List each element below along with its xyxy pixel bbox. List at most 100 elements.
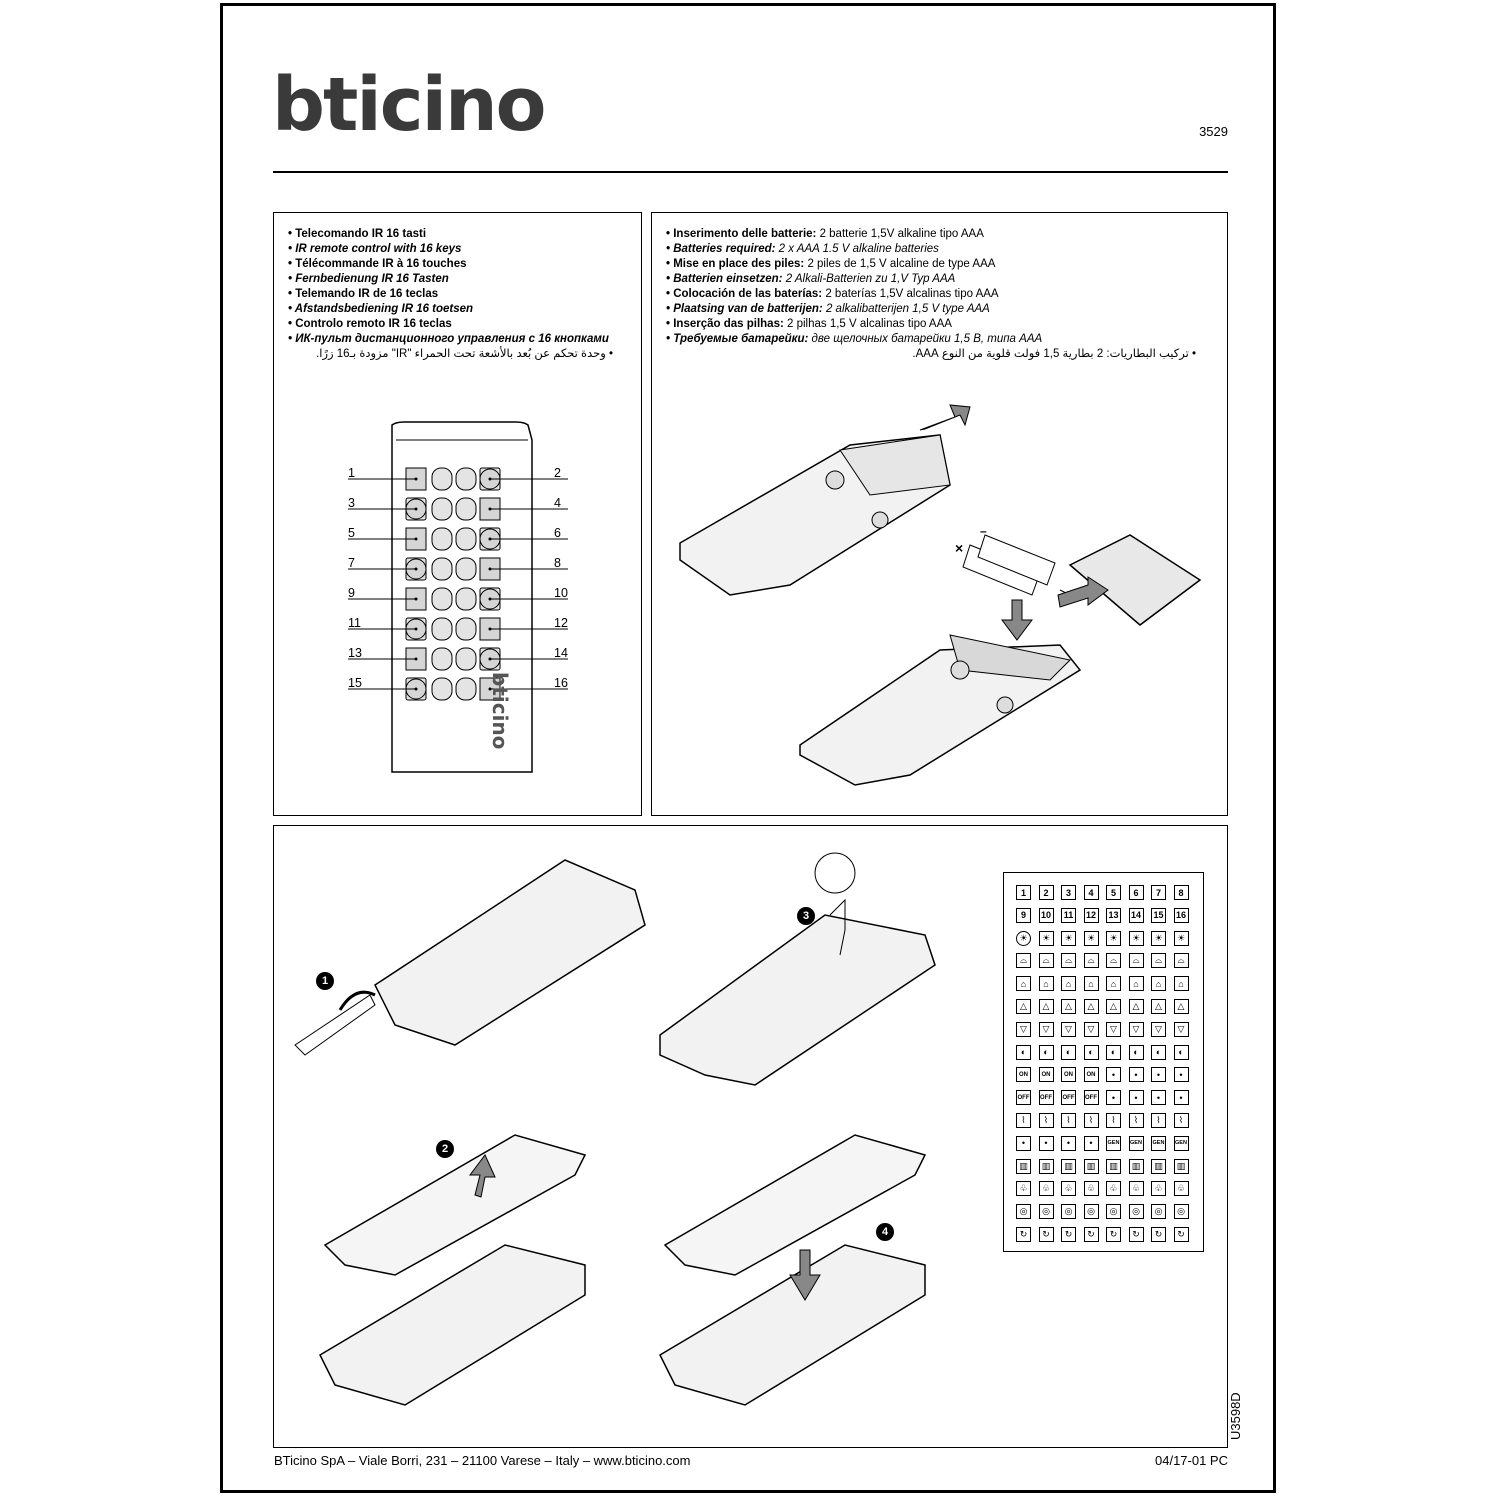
title-de: • Fernbedienung IR 16 Tasten: [288, 273, 449, 285]
remote-key: [431, 617, 453, 641]
bticino-logo: bticino: [272, 62, 546, 148]
key-number-left: 5: [348, 526, 355, 540]
sticker-cell: ♧: [1038, 1181, 1054, 1197]
sticker-cell: ↻: [1016, 1227, 1031, 1242]
sticker-cell: ↻: [1106, 1227, 1121, 1242]
sticker-cell: ⌓: [1128, 953, 1144, 969]
sticker-cell: 6: [1128, 885, 1144, 900]
sticker-cell: ▥: [1128, 1158, 1144, 1174]
battery-line: • Mise en place des piles: 2 piles de 1,…: [666, 257, 1196, 272]
svg-text:–: –: [980, 524, 987, 538]
sticker-cell: ◐: [1128, 1044, 1144, 1060]
sticker-cell: ☀: [1083, 930, 1099, 946]
battery-line-text: 2 baterías 1,5V alcalinas tipo AAA: [822, 288, 999, 300]
sticker-cell: ▽: [1173, 1021, 1189, 1037]
sticker-cell: ON: [1083, 1067, 1099, 1083]
battery-line: • Plaatsing van de batterijen: 2 alkalib…: [666, 302, 1196, 317]
sticker-cell: ◐: [1173, 1044, 1189, 1060]
sticker-cell: ↻: [1061, 1227, 1076, 1242]
key-number-right: 2: [554, 466, 561, 480]
battery-line-text: 2 batterie 1,5V alkaline tipo AAA: [816, 228, 984, 240]
battery-line-text: 2 Alkali-Batterien zu 1,V Typ AAA: [782, 273, 956, 285]
sticker-cell: ♧: [1083, 1181, 1099, 1197]
sticker-cell: ☀: [1061, 930, 1076, 946]
document-id: U3598D: [1228, 1392, 1243, 1440]
remote-key: [455, 467, 477, 491]
key-number-left: 13: [348, 646, 362, 660]
sticker-cell: 7: [1151, 885, 1166, 900]
sticker-cell: ▥: [1151, 1158, 1166, 1174]
sticker-cell: ⌇: [1128, 1113, 1144, 1128]
sticker-cell: ⌂: [1061, 976, 1076, 992]
step-2-marker: 2: [436, 1140, 454, 1158]
key-number-left: 1: [348, 466, 355, 480]
step-1-marker: 1: [316, 972, 334, 990]
sticker-cell: ▥: [1061, 1158, 1076, 1174]
remote-key: [431, 557, 453, 581]
remote-key: [455, 497, 477, 521]
sticker-cell: ⌓: [1083, 953, 1099, 969]
remote-key: [431, 497, 453, 521]
sticker-cell: 16: [1173, 907, 1189, 923]
sticker-cell: ◎: [1061, 1204, 1076, 1220]
sticker-cell: 1: [1016, 885, 1031, 900]
sticker-cell: ♧: [1016, 1181, 1031, 1197]
sticker-cell: △: [1128, 999, 1144, 1014]
sticker-cell: ◎: [1106, 1204, 1121, 1220]
sticker-cell: ⌂: [1173, 976, 1189, 992]
sticker-cell: OFF: [1083, 1090, 1099, 1106]
sticker-cell: ▽: [1016, 1021, 1031, 1037]
document-sheet: [220, 3, 1276, 1493]
sticker-cell: ⌓: [1061, 953, 1076, 969]
remote-key: [431, 647, 453, 671]
title-fr: • Télécommande IR à 16 touches: [288, 258, 467, 270]
sticker-cell: 5: [1106, 885, 1121, 900]
remote-key: [455, 617, 477, 641]
battery-panel: [651, 212, 1228, 816]
battery-line-text: две щелочных батарейки 1,5 В, типа AAA: [808, 333, 1043, 345]
company-footer: BTicino SpA – Viale Borri, 231 – 21100 V…: [274, 1453, 691, 1468]
sticker-cell: GEN: [1173, 1135, 1189, 1151]
battery-line: • Inserimento delle batterie: 2 batterie…: [666, 227, 1196, 242]
sticker-cell: ◐: [1016, 1044, 1031, 1060]
remote-logo: bticino: [488, 672, 512, 750]
sticker-cell: 3: [1061, 885, 1076, 900]
svg-text:×: ×: [955, 540, 963, 556]
battery-line-heading: • Batteries required:: [666, 243, 776, 255]
sticker-cell: OFF: [1061, 1090, 1076, 1106]
sticker-cell: ⌂: [1083, 976, 1099, 992]
sticker-cell: ⌂: [1106, 976, 1121, 992]
sticker-cell: •: [1038, 1135, 1054, 1151]
key-number-right: 6: [554, 526, 561, 540]
key-number-left: 7: [348, 556, 355, 570]
sticker-cell: •: [1106, 1067, 1121, 1083]
product-title-list: • Telecomando IR 16 tasti • IR remote co…: [288, 227, 613, 362]
sticker-cell: ↻: [1083, 1227, 1099, 1242]
battery-line: • تركيب البطاريات: 2 بطارية 1,5 فولت قلو…: [666, 347, 1196, 362]
sticker-cell: ⌇: [1083, 1113, 1099, 1128]
title-ru: • ИК-пульт дистанционного управления с 1…: [288, 333, 609, 345]
sticker-cell: ♧: [1106, 1181, 1121, 1197]
sticker-cell: ⌓: [1016, 953, 1031, 969]
sticker-cell: ⌂: [1016, 976, 1031, 992]
battery-instructions: • Inserimento delle batterie: 2 batterie…: [666, 227, 1196, 362]
sticker-cell: ON: [1016, 1067, 1031, 1083]
sticker-cell: GEN: [1151, 1135, 1166, 1151]
sticker-cell: ▽: [1038, 1021, 1054, 1037]
sticker-cell: •: [1061, 1135, 1076, 1151]
remote-key: [431, 527, 453, 551]
sticker-cell: OFF: [1038, 1090, 1054, 1106]
remote-key: [455, 647, 477, 671]
sticker-cell: 4: [1083, 885, 1099, 900]
sticker-cell: •: [1106, 1090, 1121, 1106]
sticker-cell: 12: [1083, 907, 1099, 923]
sticker-cell: ▽: [1128, 1021, 1144, 1037]
sticker-cell: 14: [1128, 907, 1144, 923]
sticker-cell: •: [1016, 1135, 1031, 1151]
sticker-cell: ▽: [1061, 1021, 1076, 1037]
sticker-cell: •: [1128, 1067, 1144, 1083]
key-number-left: 9: [348, 586, 355, 600]
sticker-cell: △: [1038, 999, 1054, 1014]
sticker-cell: ♧: [1151, 1181, 1166, 1197]
sticker-cell: △: [1173, 999, 1189, 1014]
